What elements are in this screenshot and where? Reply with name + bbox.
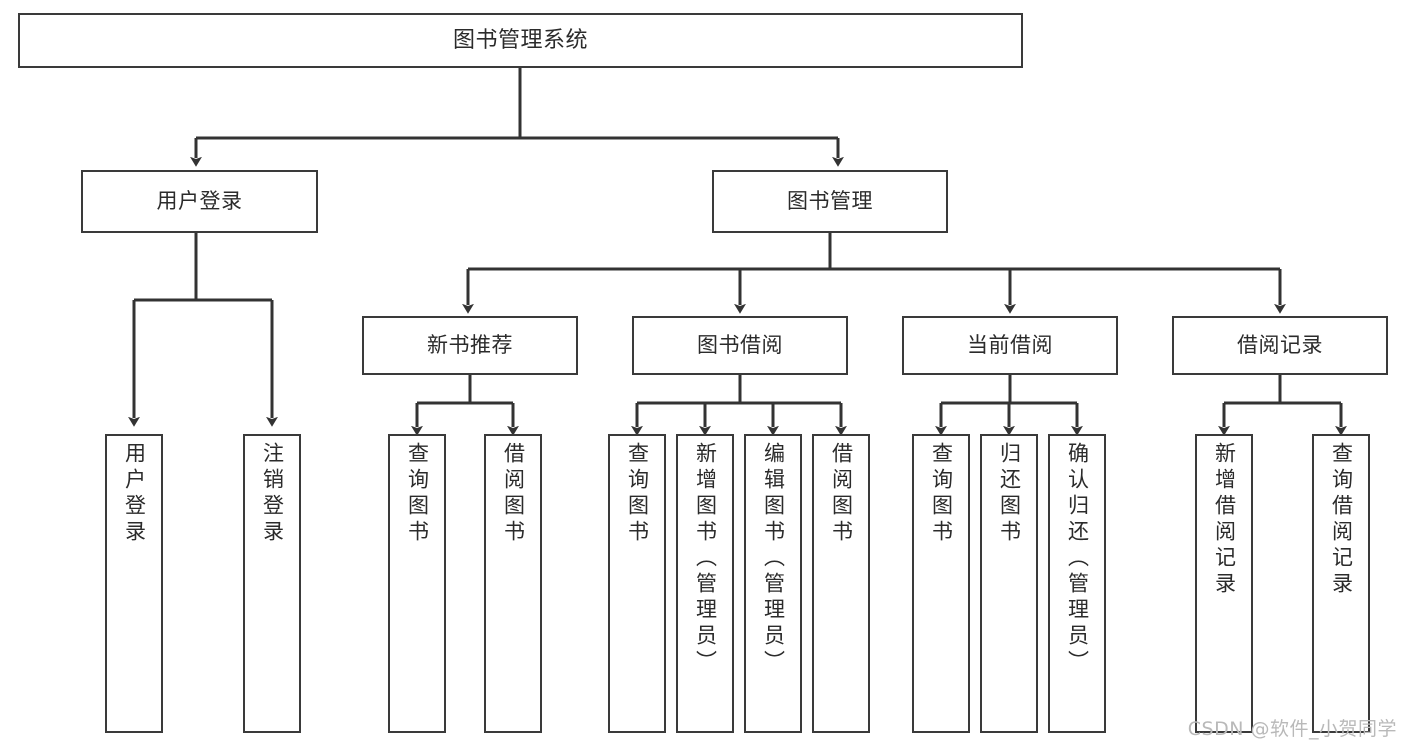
- node-label: 确认归还（管理员）: [1065, 442, 1090, 676]
- leaf-current-borrow-confirm-return-admin[interactable]: 确认归还（管理员）: [1048, 434, 1106, 733]
- node-label: 当前借阅: [967, 333, 1053, 358]
- leaf-current-borrow-return-book[interactable]: 归还图书: [980, 434, 1038, 733]
- node-label: 图书借阅: [697, 333, 783, 358]
- node-label: 新书推荐: [427, 333, 513, 358]
- node-borrowing-record[interactable]: 借阅记录: [1172, 316, 1388, 375]
- node-label: 借阅记录: [1237, 333, 1323, 358]
- leaf-borrow-record-query-record[interactable]: 查询借阅记录: [1312, 434, 1370, 733]
- leaf-book-borrow-borrow-book[interactable]: 借阅图书: [812, 434, 870, 733]
- leaf-current-borrow-query-book[interactable]: 查询图书: [912, 434, 970, 733]
- node-label: 借阅图书: [829, 442, 854, 546]
- leaf-book-borrow-edit-book-admin[interactable]: 编辑图书（管理员）: [744, 434, 802, 733]
- node-label: 查询借阅记录: [1329, 442, 1354, 598]
- node-label: 借阅图书: [501, 442, 526, 546]
- leaf-new-book-query-book[interactable]: 查询图书: [388, 434, 446, 733]
- node-label: 注销登录: [260, 442, 285, 546]
- node-label: 查询图书: [405, 442, 430, 546]
- node-label: 查询图书: [625, 442, 650, 546]
- node-label: 新增借阅记录: [1212, 442, 1237, 598]
- leaf-book-borrow-query-book[interactable]: 查询图书: [608, 434, 666, 733]
- node-label: 用户登录: [156, 189, 243, 214]
- node-label: 编辑图书（管理员）: [761, 442, 786, 676]
- node-label: 图书管理系统: [452, 27, 588, 53]
- leaf-book-borrow-add-book-admin[interactable]: 新增图书（管理员）: [676, 434, 734, 733]
- leaf-borrow-record-add-record[interactable]: 新增借阅记录: [1195, 434, 1253, 733]
- node-label: 新增图书（管理员）: [693, 442, 718, 676]
- node-label: 用户登录: [122, 442, 147, 546]
- node-new-book-recommendation[interactable]: 新书推荐: [362, 316, 578, 375]
- node-label: 图书管理: [787, 189, 873, 214]
- node-root-book-management-system[interactable]: 图书管理系统: [18, 13, 1023, 68]
- node-book-management[interactable]: 图书管理: [712, 170, 948, 233]
- leaf-user-login-login[interactable]: 用户登录: [105, 434, 163, 733]
- csdn-watermark: CSDN @软件_小贺同学: [1187, 718, 1397, 740]
- leaf-user-login-logout[interactable]: 注销登录: [243, 434, 301, 733]
- node-current-borrowing[interactable]: 当前借阅: [902, 316, 1118, 375]
- node-label: 查询图书: [929, 442, 954, 546]
- leaf-new-book-borrow-book[interactable]: 借阅图书: [484, 434, 542, 733]
- node-book-borrowing[interactable]: 图书借阅: [632, 316, 848, 375]
- node-label: 归还图书: [997, 442, 1022, 546]
- node-user-login[interactable]: 用户登录: [81, 170, 318, 233]
